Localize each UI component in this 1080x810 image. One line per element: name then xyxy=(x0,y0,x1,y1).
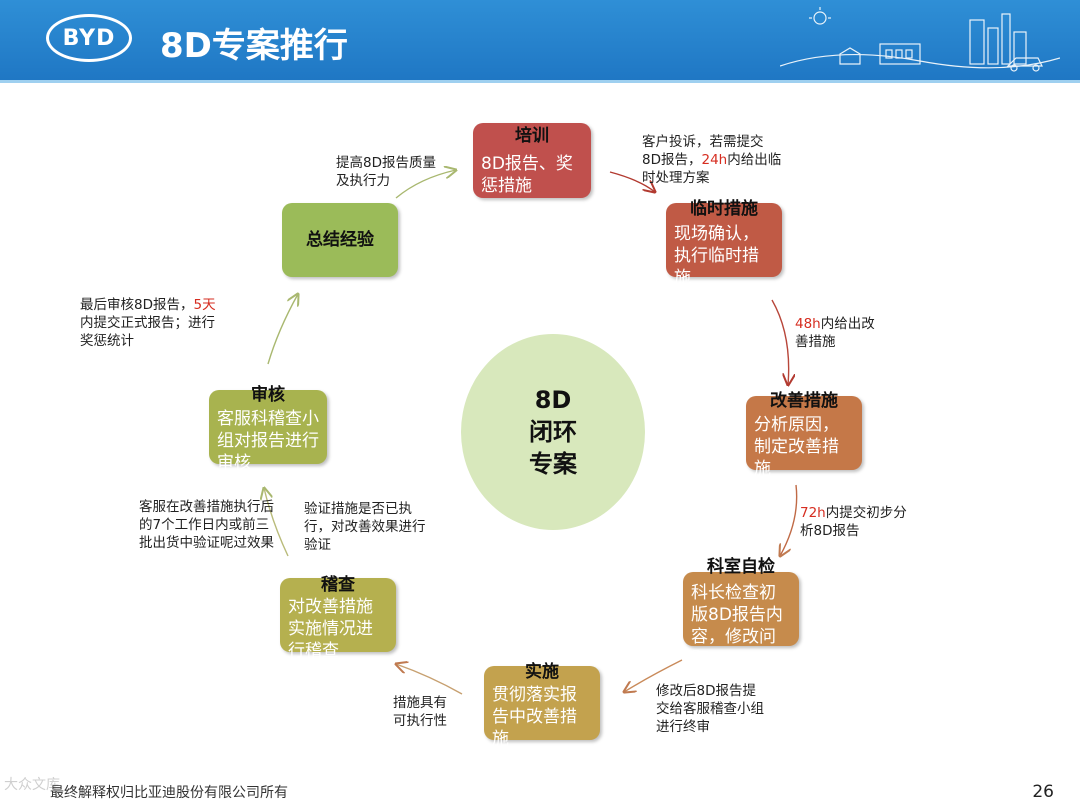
step-box-training: 培训 8D报告、奖惩措施 xyxy=(473,123,591,198)
note-final-audit: 最后审核8D报告，5天内提交正式报告；进行奖惩统计 xyxy=(80,297,216,349)
note-temp: 客户投诉，若需提交8D报告，24h内给出临时处理方案 xyxy=(642,134,782,186)
step-title-selfcheck: 科室自检 xyxy=(707,557,775,577)
arrow-temp-to-improve xyxy=(771,299,789,385)
copyright-text: 最终解释权归比亚迪股份有限公司所有 xyxy=(50,785,288,801)
step-desc-training: 8D报告、奖惩措施 xyxy=(481,154,573,196)
arrow-training-to-temp xyxy=(609,171,655,192)
center-line-3: 专案 xyxy=(529,450,577,478)
page-number: 26 xyxy=(1032,782,1054,802)
step-title-implement: 实施 xyxy=(525,662,559,682)
arrow-implement-to-audit xyxy=(396,664,463,695)
center-line-2: 闭环 xyxy=(529,418,577,446)
city-skyline-illustration xyxy=(780,7,1060,72)
center-line-1: 8D xyxy=(534,386,572,414)
note-executable: 措施具有可执行性 xyxy=(393,695,447,729)
byd-logo: BYD xyxy=(46,14,132,62)
arrow-review-to-summary xyxy=(267,294,298,365)
note-improve: 48h内给出改善措施 xyxy=(795,316,875,350)
page-title: 8D专案推行 xyxy=(160,26,348,66)
step-title-improve: 改善措施 xyxy=(770,391,838,411)
note-customer-verify: 客服在改善措施执行后的7个工作日内或前三批出货中验证呢过效果 xyxy=(139,499,274,551)
arrow-improve-to-selfcheck xyxy=(780,484,798,556)
step-title-audit: 稽查 xyxy=(321,575,355,595)
step-box-implement: 贯彻落实报告中改善措施 xyxy=(484,666,600,749)
step-box-review: 客服科稽查小组对报告进行审核 xyxy=(209,390,327,473)
arrow-summary-to-training xyxy=(395,170,456,199)
step-desc-implement: 贯彻落实报告中改善措施 xyxy=(492,685,577,749)
step-box-summary: 总结经验 xyxy=(282,203,398,277)
step-desc-selfcheck: 科长检查初版8D报告内容，修改问题 xyxy=(691,583,783,669)
note-quality: 提高8D报告质量及执行力 xyxy=(336,155,436,189)
step-box-selfcheck: 科长检查初版8D报告内容，修改问题 xyxy=(683,572,799,669)
note-selfcheck: 72h内提交初步分析8D报告 xyxy=(800,505,907,539)
step-desc-improve: 分析原因，制定改善措施 xyxy=(754,415,839,479)
step-desc-review: 客服科稽查小组对报告进行审核 xyxy=(217,409,319,473)
step-box-temp: 现场确认，执行临时措施 xyxy=(666,203,782,288)
step-box-audit: 对改善措施实施情况进行稽查 xyxy=(280,578,396,661)
step-desc-audit: 对改善措施实施情况进行稽查 xyxy=(288,597,373,661)
step-title-training: 培训 xyxy=(515,126,549,146)
header-bar: BYD 8D专案推行 xyxy=(0,0,1080,80)
watermark: 大众文库 xyxy=(4,777,60,793)
step-box-improve: 分析原因，制定改善措施 xyxy=(746,396,862,479)
step-title-summary: 总结经验 xyxy=(306,230,374,250)
step-desc-temp: 现场确认，执行临时措施 xyxy=(674,224,759,288)
note-final-review: 修改后8D报告提交给客服稽查小组进行终审 xyxy=(656,683,764,735)
step-title-review: 审核 xyxy=(251,385,285,405)
center-8d-circle: 8D 闭环 专案 xyxy=(461,334,645,530)
note-verify: 验证措施是否已执行，对改善效果进行验证 xyxy=(304,501,426,553)
header-underline xyxy=(0,80,1080,83)
step-title-temp: 临时措施 xyxy=(690,199,758,219)
arrow-audit-to-review xyxy=(264,488,289,557)
arrow-selfcheck-to-implement xyxy=(624,659,683,692)
